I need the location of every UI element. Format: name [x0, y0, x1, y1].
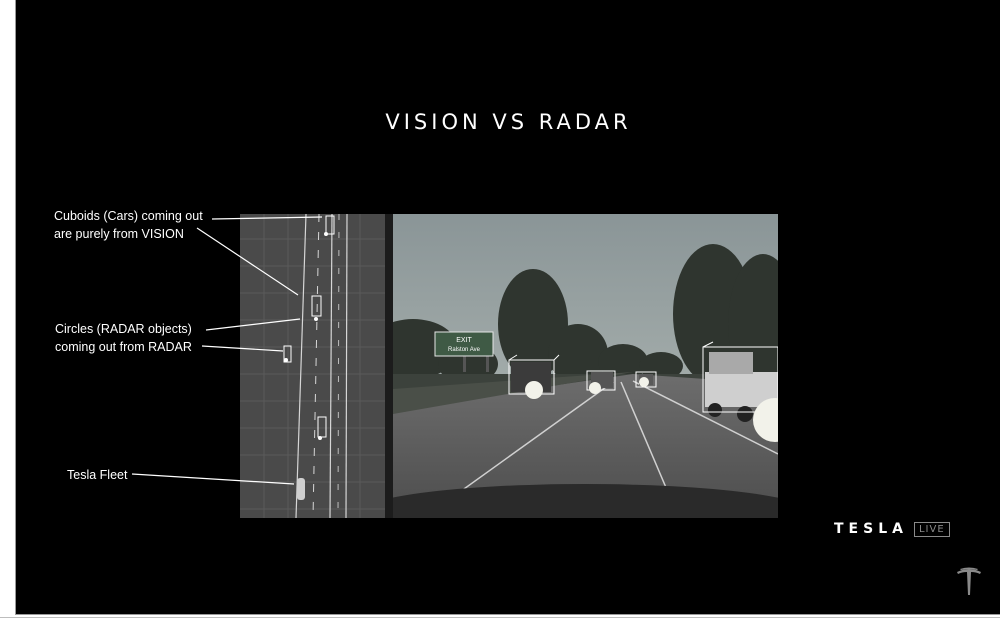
- cuboids-annotation-line1: Cuboids (Cars) coming out: [54, 209, 203, 223]
- circles-leader-line: [205, 318, 301, 331]
- page-bottom-rule: [0, 617, 1000, 618]
- birds-eye-view-graphic: [240, 214, 385, 518]
- road-sign-line1: EXIT: [456, 337, 472, 344]
- brand-name: TESLA: [834, 521, 908, 537]
- road-sign: [434, 331, 494, 357]
- radar-dot: [318, 436, 322, 440]
- live-badge: LIVE: [913, 521, 950, 537]
- fleet-annotation: Tesla Fleet: [67, 468, 128, 482]
- circles-annotation-line1: Circles (RADAR objects): [55, 322, 192, 336]
- vision-cuboid: [635, 371, 657, 388]
- tesla-live-brand: TESLA LIVE: [834, 518, 950, 540]
- radar-circle: [589, 382, 601, 394]
- vision-cuboid: [283, 345, 292, 363]
- cuboids-annotation-line2: are purely from VISION: [54, 227, 184, 241]
- vision-cuboid: [586, 370, 616, 391]
- annotation-leaders: [131, 216, 323, 485]
- camera-view-panel: EXIT Ralston Ave: [393, 214, 778, 518]
- birds-eye-view-panel: [240, 214, 385, 518]
- radar-dot: [314, 317, 318, 321]
- cuboids-annotation: Cuboids (Cars) coming out are purely fro…: [54, 207, 203, 243]
- radar-circle: [753, 398, 778, 442]
- vision-cuboid: [702, 346, 778, 413]
- slide: VISION VS RADAR Cuboids (Cars) coming ou…: [15, 0, 1000, 615]
- vision-cuboid: [311, 295, 322, 317]
- radar-dot: [324, 232, 328, 236]
- cuboids-leader-line: [196, 227, 299, 296]
- fleet-leader-line: [131, 473, 295, 485]
- road-sign-line2: Ralston Ave: [448, 347, 481, 353]
- tesla-t-logo-icon: [957, 567, 981, 595]
- circles-annotation: Circles (RADAR objects) coming out from …: [55, 320, 192, 356]
- cuboids-leader-line: [211, 216, 323, 220]
- panel-divider: [385, 214, 393, 518]
- camera-view-graphic: EXIT Ralston Ave: [393, 214, 778, 518]
- radar-circle: [639, 377, 649, 387]
- radar-dot: [284, 358, 288, 362]
- vision-cuboid: [325, 215, 335, 235]
- slide-title: VISION VS RADAR: [385, 110, 632, 134]
- circles-leader-line: [201, 345, 284, 352]
- circles-annotation-line2: coming out from RADAR: [55, 340, 192, 354]
- radar-circle: [525, 381, 543, 399]
- vision-cuboid: [317, 416, 327, 438]
- ego-vehicle: [297, 478, 305, 500]
